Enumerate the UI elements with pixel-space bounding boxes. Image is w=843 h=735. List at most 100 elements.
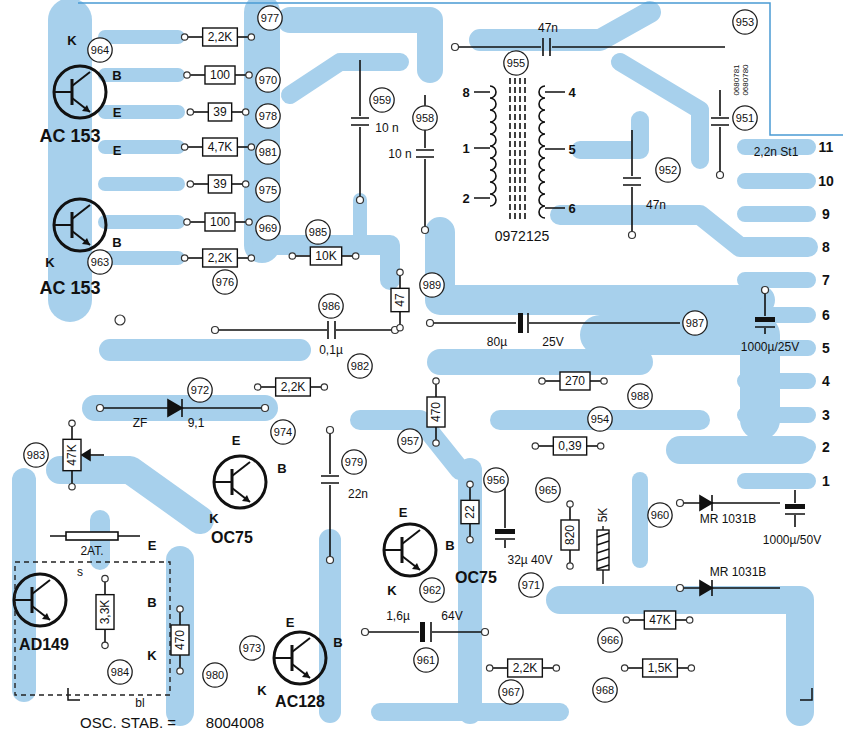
resistor-symbol bbox=[508, 659, 543, 677]
diode-symbol bbox=[711, 580, 713, 596]
diode-symbol bbox=[181, 399, 183, 417]
resistor-symbol bbox=[63, 439, 81, 470]
solder-pad bbox=[97, 44, 769, 636]
connector-pin-number: 1 bbox=[822, 474, 830, 488]
copper-trace bbox=[458, 470, 482, 712]
connector-pin-number: 4 bbox=[822, 374, 830, 388]
solder-pad bbox=[677, 500, 684, 507]
copper-trace bbox=[440, 349, 640, 375]
callout-circle bbox=[733, 10, 757, 34]
callout-circle bbox=[108, 660, 132, 684]
callout-number: 972 bbox=[191, 385, 209, 396]
solder-pad bbox=[601, 378, 607, 384]
connector-pin-number: 11 bbox=[819, 140, 834, 154]
transformer-symbol bbox=[474, 78, 565, 222]
callout-number: 954 bbox=[591, 414, 609, 425]
callout-circle bbox=[88, 250, 112, 274]
pin-name: B bbox=[333, 636, 342, 649]
callout-number: 961 bbox=[417, 655, 435, 666]
copper-trace bbox=[560, 600, 800, 712]
callout-circle bbox=[420, 578, 444, 602]
capacitor-symbol bbox=[351, 60, 369, 200]
callout-circle bbox=[348, 354, 372, 378]
solder-pad bbox=[567, 563, 573, 569]
capacitor-symbol bbox=[785, 490, 805, 527]
component-value: MR 1031B bbox=[700, 513, 757, 525]
callout-number: 975 bbox=[259, 185, 277, 196]
solder-pad bbox=[69, 420, 75, 426]
callout-circle bbox=[588, 407, 612, 431]
resistor-symbol bbox=[560, 372, 590, 390]
electrolytic-plate bbox=[420, 313, 805, 642]
solder-pad bbox=[467, 536, 473, 542]
callout-number: 970 bbox=[259, 75, 277, 86]
solder-pad bbox=[97, 405, 104, 412]
component-value: 1,6µ bbox=[386, 610, 410, 622]
solder-pad bbox=[327, 557, 334, 564]
solder-pad bbox=[69, 483, 75, 489]
capacitor-symbol bbox=[623, 130, 641, 235]
transformer-symbol bbox=[490, 86, 496, 206]
component-value: 80µ bbox=[487, 336, 507, 348]
capacitor-symbol bbox=[455, 38, 725, 56]
component-value: 64V bbox=[441, 610, 462, 622]
capacitor-symbol bbox=[321, 430, 339, 560]
solder-pad bbox=[248, 144, 254, 150]
pin-name: 8 bbox=[462, 86, 469, 99]
component-value: OSC. STAB. = bbox=[80, 715, 176, 730]
solder-pad bbox=[427, 320, 434, 327]
solder-pad bbox=[486, 665, 492, 671]
pin-name: 1 bbox=[462, 142, 469, 155]
resistor-value: 10K bbox=[315, 250, 336, 262]
callout-circle bbox=[414, 648, 438, 672]
potentiometer-wiper bbox=[82, 450, 90, 460]
solder-pad bbox=[467, 481, 473, 487]
component-value: 32µ 40V bbox=[508, 554, 553, 566]
solder-pad bbox=[321, 384, 327, 390]
potentiometer-wiper bbox=[82, 450, 104, 460]
resistor-value: 2,2K bbox=[281, 381, 306, 393]
solder-pad bbox=[184, 219, 190, 225]
resistor-symbol bbox=[310, 247, 341, 265]
solder-pad bbox=[762, 287, 769, 294]
vertical-label: 0680781 bbox=[733, 64, 741, 95]
pin-name: B bbox=[147, 596, 156, 609]
callout-number: 980 bbox=[206, 670, 224, 681]
resistor-symbol bbox=[96, 595, 114, 630]
component-value: 1000µ/50V bbox=[763, 534, 821, 546]
solder-pad bbox=[289, 253, 295, 259]
callout-number: 958 bbox=[416, 113, 434, 124]
transistor-symbol bbox=[14, 574, 66, 626]
resistor-value: 2,2K bbox=[513, 662, 538, 674]
solder-pad bbox=[187, 181, 193, 187]
solder-pad bbox=[102, 642, 108, 648]
pin-name: E bbox=[148, 539, 157, 552]
capacitor-symbol bbox=[711, 90, 729, 175]
connector-pin-number: 5 bbox=[822, 341, 830, 355]
resistor-symbol bbox=[208, 103, 231, 121]
resistor-symbol bbox=[276, 378, 311, 396]
callout-circle bbox=[256, 178, 280, 202]
solder-pad bbox=[357, 197, 364, 204]
callout-circle bbox=[628, 384, 652, 408]
resistor-value: 100 bbox=[210, 216, 230, 228]
solder-pad bbox=[397, 324, 403, 330]
connector-pin-number: 7 bbox=[822, 273, 830, 287]
connector-pin-number: 8 bbox=[822, 240, 830, 254]
callout-number: 984 bbox=[111, 667, 129, 678]
callout-circle bbox=[213, 270, 237, 294]
transistor-type: AC128 bbox=[275, 694, 325, 710]
electrolytic-plate bbox=[495, 529, 515, 534]
copper-trace bbox=[110, 339, 300, 361]
callout-number: 964 bbox=[91, 45, 109, 56]
vertical-label: 0680780 bbox=[742, 64, 750, 95]
transistor-symbol bbox=[214, 456, 266, 508]
diode-symbol bbox=[680, 587, 780, 589]
callout-number: 982 bbox=[351, 361, 369, 372]
solder-pad bbox=[248, 255, 254, 261]
callout-number: 989 bbox=[423, 280, 441, 291]
callout-circle bbox=[648, 503, 672, 527]
component-value: ZF bbox=[133, 417, 148, 429]
solder-pad bbox=[327, 427, 334, 434]
